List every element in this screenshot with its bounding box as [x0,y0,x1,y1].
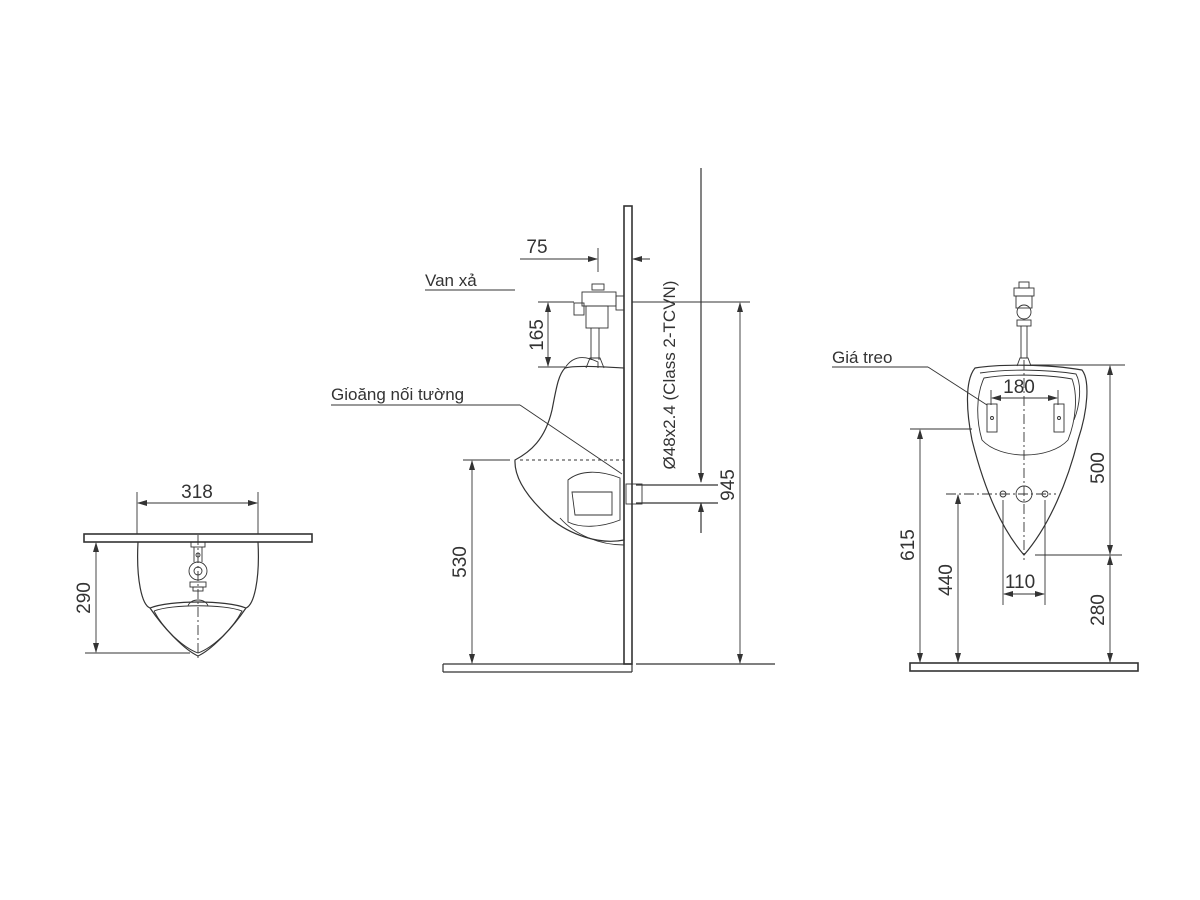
label-flush-valve: Van xả [425,271,477,290]
wall [623,205,633,665]
label-hanger: Giá treo [832,348,892,367]
dim-615: 615 [898,529,919,561]
hanger-left [986,403,998,433]
dim-945: 945 [718,469,739,501]
dim-75: 75 [526,237,547,258]
side-view: Van xả 75 165 Gioăng nối tường Ø48x2.4 (… [331,168,775,673]
dim-500: 500 [1088,452,1109,484]
label-wall-gasket: Gioăng nối tường [331,385,464,404]
dim-440: 440 [936,564,957,596]
dim-290: 290 [74,582,95,614]
top-view: 318 290 [74,482,313,660]
hanger-right [1053,403,1065,433]
front-valve-icon [1016,304,1032,320]
urinal-side-outline [514,365,625,542]
urinal-front-outline [966,364,1088,556]
floor [909,662,1139,672]
dim-165: 165 [527,319,548,351]
dim-180: 180 [1003,377,1035,398]
dim-110: 110 [1005,572,1035,593]
label-pipe-spec: Ø48x2.4 (Class 2-TCVN) [660,281,679,470]
front-view: Giá treo 180 500 280 615 440 110 [832,281,1139,672]
dim-280: 280 [1088,594,1109,626]
dim-530: 530 [450,546,471,578]
dim-318: 318 [181,482,213,503]
